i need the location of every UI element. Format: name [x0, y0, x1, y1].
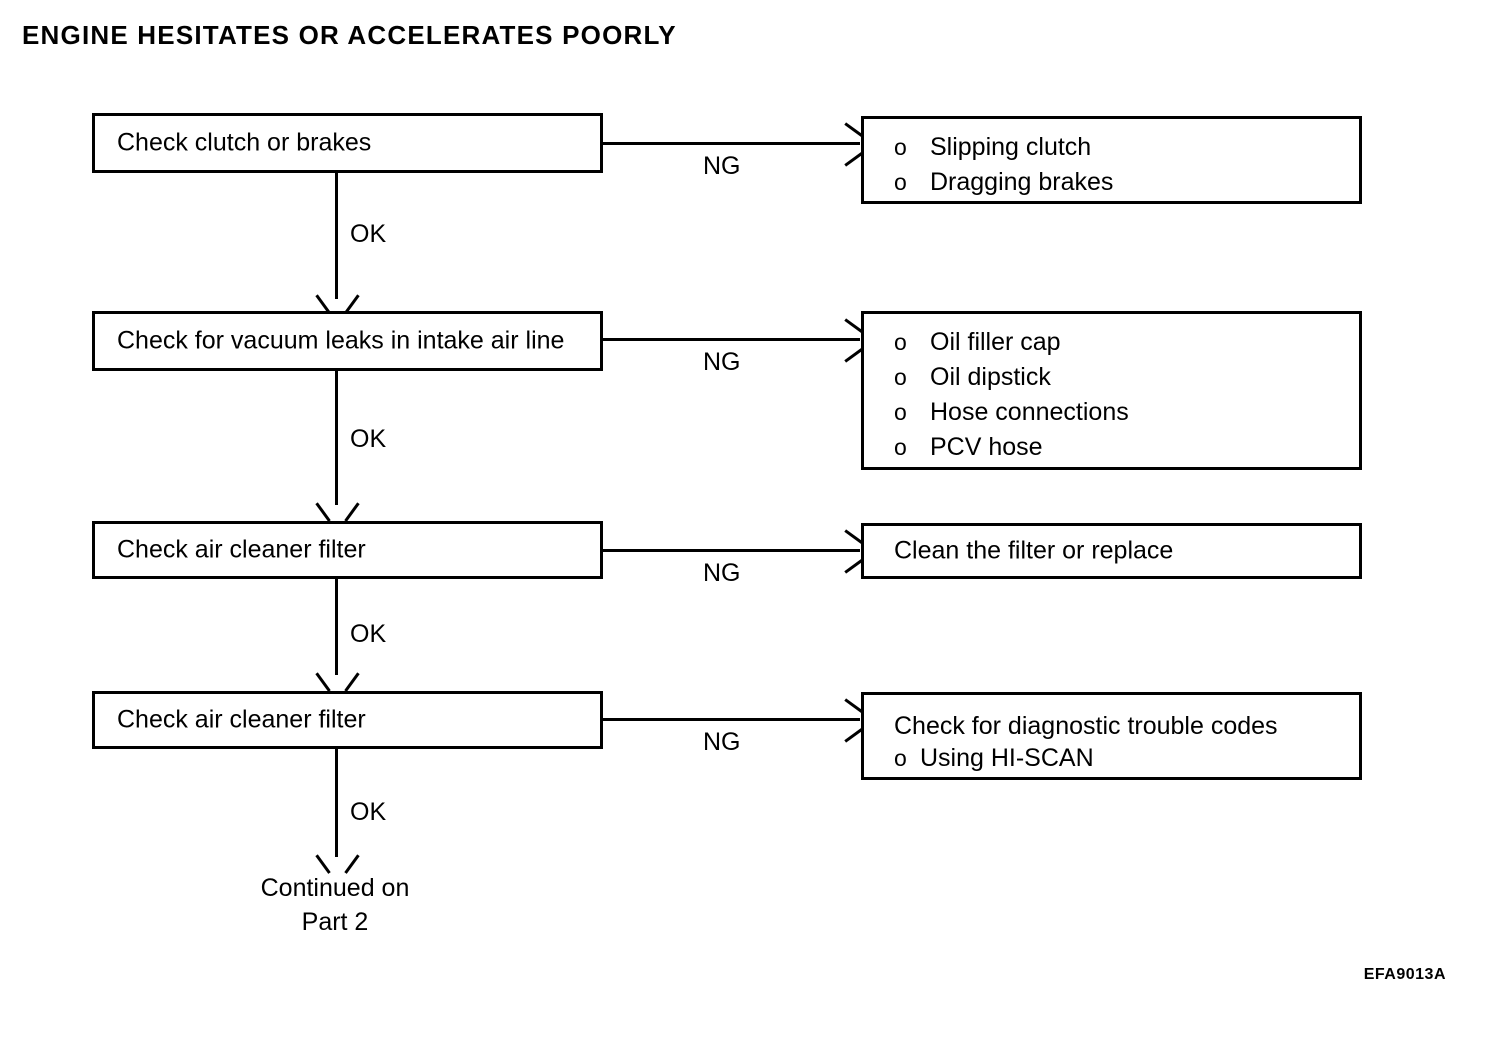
check-box-step-2-label: Check for vacuum leaks in intake air lin…	[117, 326, 565, 355]
terminal-line-1: Continued on	[260, 874, 410, 902]
bullet-icon: o	[894, 364, 907, 390]
result-box-step-3-label: Clean the filter or replace	[894, 536, 1174, 565]
ok-connector-line-4	[335, 749, 338, 857]
list-item: o Using HI-SCAN	[894, 744, 1278, 779]
check-box-step-3-label: Check air cleaner filter	[117, 535, 366, 564]
list-item: o Hose connections	[894, 398, 1129, 433]
check-box-step-4[interactable]: Check air cleaner filter	[92, 691, 603, 749]
result-box-step-1[interactable]: o Slipping clutch o Dragging brakes	[861, 116, 1362, 204]
list-item: o PCV hose	[894, 433, 1129, 468]
check-box-step-4-label: Check air cleaner filter	[117, 705, 366, 734]
ok-connector-line-3	[335, 579, 338, 675]
ng-label-3: NG	[703, 559, 741, 587]
bullet-icon: o	[894, 745, 907, 771]
list-item-label: Oil filler cap	[930, 328, 1061, 356]
check-box-step-3[interactable]: Check air cleaner filter	[92, 521, 603, 579]
list-item-label: PCV hose	[930, 433, 1043, 461]
bullet-icon: o	[894, 169, 907, 195]
ng-connector-line-2	[603, 338, 860, 341]
ok-label-3: OK	[350, 620, 387, 648]
ng-label-2: NG	[703, 348, 741, 376]
list-item: o Dragging brakes	[894, 168, 1113, 203]
result-box-step-4-heading: Check for diagnostic trouble codes	[894, 712, 1278, 740]
ng-label-1: NG	[703, 152, 741, 180]
check-box-step-2[interactable]: Check for vacuum leaks in intake air lin…	[92, 311, 603, 371]
list-item-label: Slipping clutch	[930, 133, 1092, 161]
ng-connector-line-4	[603, 718, 860, 721]
bullet-icon: o	[894, 134, 907, 160]
check-box-step-1-label: Check clutch or brakes	[117, 128, 372, 157]
ok-connector-line-2	[335, 371, 338, 505]
page-title: ENGINE HESITATES OR ACCELERATES POORLY	[22, 20, 677, 50]
result-list-step-1: o Slipping clutch o Dragging brakes	[894, 133, 1113, 203]
bullet-icon: o	[894, 399, 907, 425]
list-item: o Slipping clutch	[894, 133, 1113, 168]
list-item-label: Hose connections	[930, 398, 1129, 426]
result-list-step-2: o Oil filler cap o Oil dipstick o Hose c…	[894, 328, 1129, 468]
result-list-step-4: Check for diagnostic trouble codes o Usi…	[894, 709, 1278, 779]
figure-id: EFA9013A	[1363, 966, 1446, 983]
list-item: o Oil filler cap	[894, 328, 1129, 363]
list-item-label: Oil dipstick	[930, 363, 1051, 391]
check-box-step-1[interactable]: Check clutch or brakes	[92, 113, 603, 173]
bullet-icon: o	[894, 434, 907, 460]
result-box-step-4[interactable]: Check for diagnostic trouble codes o Usi…	[861, 692, 1362, 780]
ng-connector-line-3	[603, 549, 860, 552]
terminal-node: Continued on Part 2	[185, 872, 485, 940]
ng-connector-line-1	[603, 142, 860, 145]
result-box-step-2[interactable]: o Oil filler cap o Oil dipstick o Hose c…	[861, 311, 1362, 470]
list-item-label: Dragging brakes	[930, 168, 1114, 196]
list-item: o Oil dipstick	[894, 363, 1129, 398]
bullet-icon: o	[894, 329, 907, 355]
result-box-step-3[interactable]: Clean the filter or replace	[861, 523, 1362, 579]
terminal-line-2: Part 2	[301, 907, 369, 936]
list-item-label: Using HI-SCAN	[920, 744, 1094, 772]
ok-label-4: OK	[350, 798, 387, 826]
ok-label-1: OK	[350, 220, 387, 248]
ng-label-4: NG	[703, 728, 741, 756]
ok-connector-line-1	[335, 173, 338, 299]
ok-label-2: OK	[350, 425, 387, 453]
